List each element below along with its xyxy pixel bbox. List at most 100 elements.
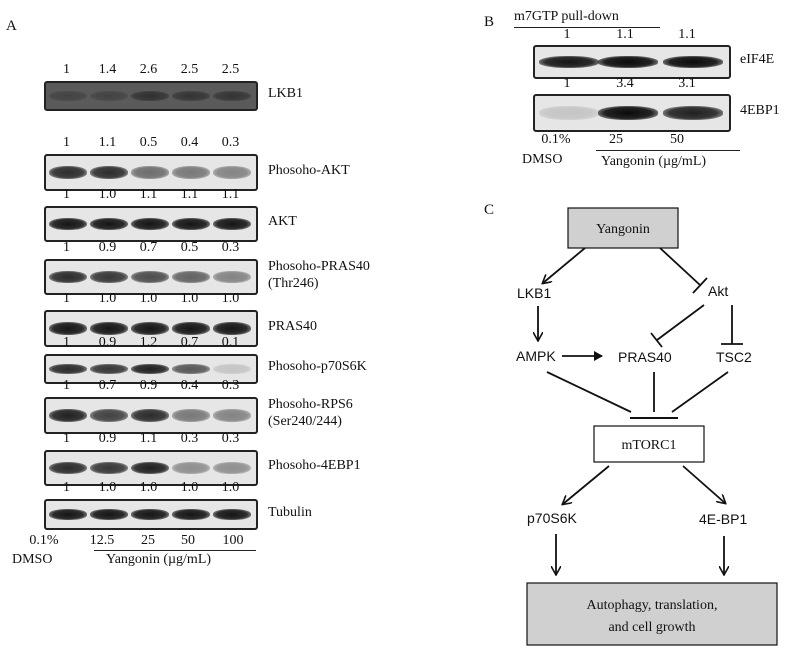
- densitometry-value: 1: [63, 62, 70, 77]
- blot-strip: [44, 154, 258, 191]
- blot-strip: [44, 397, 258, 434]
- inhibit-yangonin-akt: [659, 247, 701, 286]
- densitometry-value: 1.0: [180, 480, 199, 495]
- densitometry-value: 1: [63, 378, 70, 393]
- protein-band: [49, 217, 87, 231]
- protein-band: [598, 106, 658, 120]
- x-tick-label: 50: [670, 132, 684, 147]
- x-tick-label: 0.1%: [541, 132, 571, 147]
- panel-b-header: m7GTP pull-down: [514, 9, 619, 24]
- densitometry-value: 3.4: [616, 76, 634, 91]
- blot-strip: [44, 354, 258, 384]
- densitometry-value: 1: [63, 135, 70, 150]
- protein-band: [172, 461, 210, 475]
- outcome-line-2: and cell growth: [608, 620, 695, 635]
- protein-band: [131, 509, 169, 520]
- inhibit-ampk-mtorc1: [546, 371, 632, 413]
- protein-band: [213, 509, 251, 520]
- densitometry-value: 1.4: [98, 62, 117, 77]
- protein-band: [90, 363, 128, 375]
- densitometry-value: 0.3: [221, 431, 240, 446]
- densitometry-value: 0.5: [139, 135, 158, 150]
- densitometry-value: 1.1: [221, 187, 240, 202]
- protein-band: [213, 461, 251, 475]
- blot-label: Phosoho-p70S6K: [268, 358, 367, 375]
- outcome-line-1: Autophagy, translation,: [587, 598, 718, 613]
- densitometry-value: 3.1: [678, 76, 696, 91]
- protein-band: [213, 408, 251, 423]
- densitometry-value: 2.6: [139, 62, 158, 77]
- protein-band: [90, 461, 128, 475]
- yangonin-box: Yangonin: [567, 207, 679, 249]
- arrow-mtorc1-4ebp1: [682, 465, 725, 503]
- blot-label-line: Phosoho-RPS6: [268, 397, 353, 412]
- protein-band: [49, 363, 87, 375]
- protein-band: [172, 217, 210, 231]
- pras40-node: PRAS40: [618, 349, 672, 365]
- densitometry-value: 1.1: [139, 187, 158, 202]
- densitometry-value: 1.0: [221, 480, 240, 495]
- blot-label-line: (Thr246): [268, 276, 319, 291]
- densitometry-value: 0.3: [221, 378, 240, 393]
- inhibit-akt-pras40: [656, 304, 705, 341]
- mtorc1-box: mTORC1: [593, 425, 705, 463]
- blot-label: PRAS40: [268, 318, 317, 335]
- arrow-yangonin-lkb1: [543, 247, 586, 283]
- blot-label-line: LKB1: [268, 86, 303, 101]
- protein-band: [172, 509, 210, 520]
- protein-band: [663, 56, 723, 68]
- protein-band: [539, 106, 599, 120]
- blot-strip: [44, 450, 258, 486]
- densitometry-value: 0.9: [98, 240, 117, 255]
- inhibit-akt-pras40-bar: [650, 332, 663, 348]
- protein-band: [49, 509, 87, 520]
- densitometry-value: 2.5: [221, 62, 240, 77]
- x-tick-label: 50: [181, 533, 195, 548]
- protein-band: [90, 270, 128, 284]
- blot-label: LKB1: [268, 85, 303, 102]
- densitometry-value: 1.0: [180, 291, 199, 306]
- x-tick-label: 25: [141, 533, 155, 548]
- densitometry-value: 0.5: [180, 240, 199, 255]
- protein-band: [172, 363, 210, 375]
- densitometry-value: 1: [63, 431, 70, 446]
- densitometry-value: 1.1: [180, 187, 199, 202]
- panel-a-dmso-label: DMSO: [12, 552, 53, 567]
- protein-band: [213, 90, 251, 102]
- protein-band: [598, 56, 658, 68]
- protein-band: [213, 217, 251, 231]
- yangonin-label: Yangonin: [596, 222, 650, 237]
- blot-label: Phosoho-4EBP1: [268, 457, 361, 474]
- densitometry-value: 1: [563, 27, 571, 42]
- densitometry-value: 1: [563, 76, 571, 91]
- protein-band: [172, 321, 210, 336]
- outcome-box: Autophagy, translation, and cell growth: [526, 582, 778, 646]
- blot-label-line: Phosoho-AKT: [268, 162, 350, 178]
- densitometry-value: 1.0: [98, 187, 117, 202]
- panel-b-dmso-label: DMSO: [522, 152, 563, 167]
- p70s6k-node: p70S6K: [527, 510, 577, 526]
- mtorc1-label: mTORC1: [622, 438, 677, 453]
- protein-band: [49, 90, 87, 102]
- protein-band: [131, 408, 169, 423]
- densitometry-value: 0.9: [98, 431, 117, 446]
- panel-a-treatment-bracket: [94, 550, 256, 551]
- densitometry-value: 1: [63, 240, 70, 255]
- densitometry-value: 1.0: [98, 480, 117, 495]
- panel-b-treatment-bracket: [596, 150, 740, 151]
- protein-band: [131, 270, 169, 284]
- protein-band: [213, 165, 251, 180]
- densitometry-value: 0.7: [139, 240, 158, 255]
- blot-label: Tubulin: [268, 504, 312, 521]
- densitometry-value: 1.0: [98, 291, 117, 306]
- inhibit-yangonin-akt-bar: [692, 277, 708, 294]
